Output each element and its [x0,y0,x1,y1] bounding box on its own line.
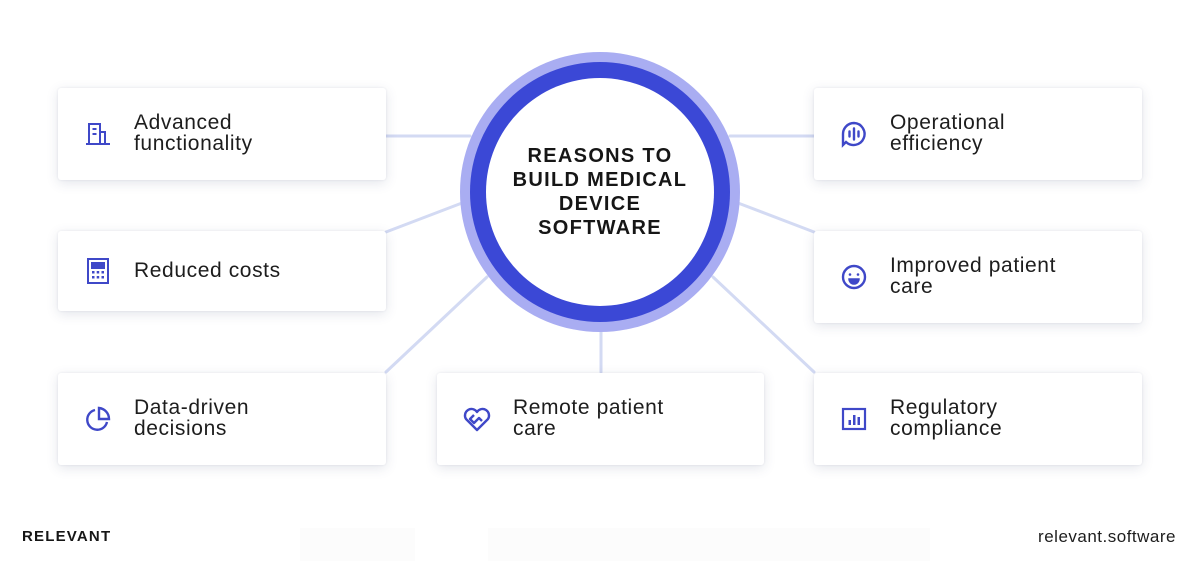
card-label: Remote patient care [513,396,664,440]
brand-logo: RELEVANT [22,528,112,545]
card-advanced-functionality: Advanced functionality [58,88,386,180]
card-label: Regulatory compliance [890,396,1003,440]
building-icon [82,118,114,150]
card-label: Reduced costs [134,259,281,282]
smiley-icon [838,261,870,293]
connector-improved-care [736,201,816,234]
bar-chart-icon [838,403,870,435]
card-label: Operational efficiency [890,111,1006,155]
connector-reduced-costs [384,201,464,234]
card-improved-patient-care: Improved patient care [814,231,1142,323]
card-label: Advanced functionality [134,111,253,155]
card-remote-patient-care: Remote patient care [437,373,764,465]
voice-chat-icon [838,118,870,150]
connector-regulatory [711,275,816,374]
heart-handshake-icon [461,403,493,435]
card-label: Data-driven decisions [134,396,250,440]
footer-ghost-block [300,528,415,561]
central-hub: REASONS TO BUILD MEDICAL DEVICE SOFTWARE [460,52,740,332]
hub-ring: REASONS TO BUILD MEDICAL DEVICE SOFTWARE [470,62,730,322]
card-regulatory-compliance: Regulatory compliance [814,373,1142,465]
hub-title: REASONS TO BUILD MEDICAL DEVICE SOFTWARE [512,145,688,239]
card-label: Improved patient care [890,254,1057,298]
website-url: relevant.software [1038,527,1176,546]
pie-chart-icon [82,403,114,435]
card-data-driven-decisions: Data-driven decisions [58,373,386,465]
connector-data-driven [384,275,489,374]
hub-inner: REASONS TO BUILD MEDICAL DEVICE SOFTWARE [486,78,714,306]
card-reduced-costs: Reduced costs [58,231,386,311]
footer-ghost-block [488,528,930,561]
card-operational-efficiency: Operational efficiency [814,88,1142,180]
calculator-icon [82,255,114,287]
